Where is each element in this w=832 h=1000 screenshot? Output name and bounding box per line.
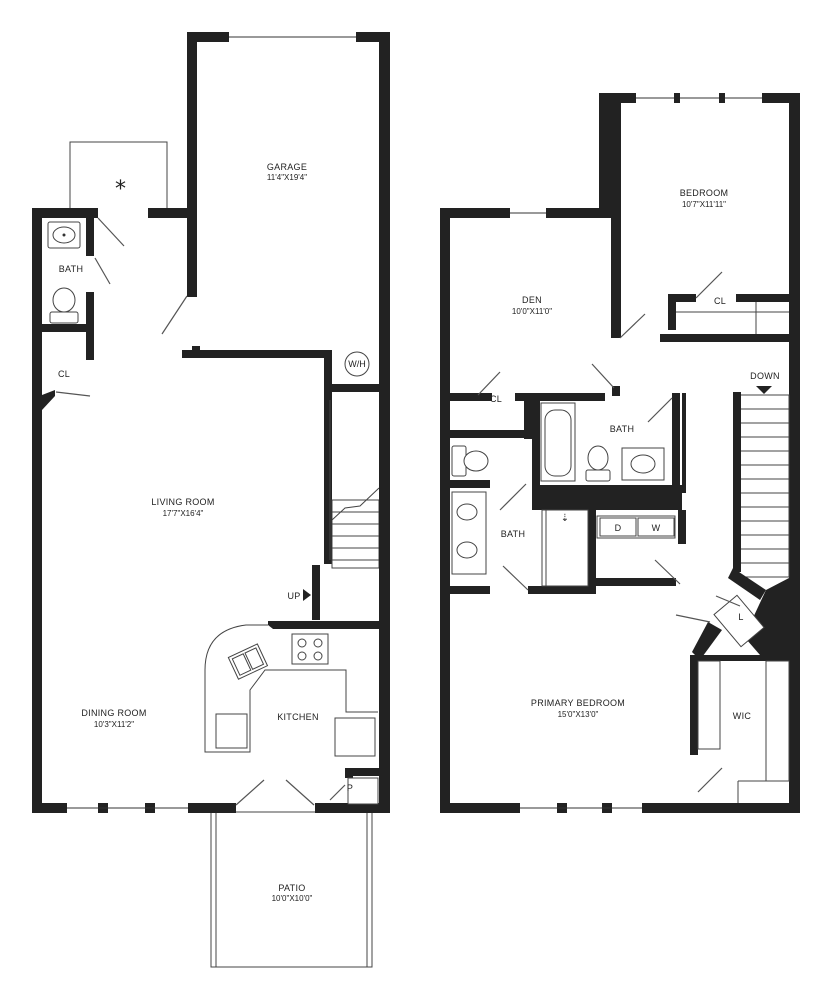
dishwasher-icon	[215, 713, 248, 749]
dining-room-label: DINING ROOM	[81, 708, 146, 718]
den-dims: 10'0"X11'0"	[512, 307, 552, 316]
entry-porch-outline	[69, 141, 168, 210]
primary-bath-label: BATH	[501, 529, 526, 539]
primary-bedroom-dims: 15'0"X13'0"	[558, 710, 599, 719]
water-heater-label: W/H	[348, 359, 366, 369]
bath-label: BATH	[59, 264, 84, 274]
sink-icon	[621, 447, 665, 481]
up-arrow-icon	[303, 589, 311, 601]
pantry-label: P	[347, 783, 353, 793]
stairs-up-label: UP	[287, 591, 300, 601]
shower-icon	[541, 509, 589, 587]
cooktop-icon	[291, 633, 329, 665]
first-floor: *	[32, 32, 390, 968]
garage-label: GARAGE	[267, 162, 307, 172]
entry-star-icon: *	[115, 177, 126, 202]
stairs-down-label: DOWN	[750, 371, 780, 381]
toilet-icon	[585, 445, 611, 482]
washer-icon	[637, 517, 675, 537]
first-floor-stairs	[331, 487, 380, 569]
kitchen-label: KITCHEN	[277, 712, 319, 722]
closet-label: CL	[58, 369, 70, 379]
patio-outline	[210, 811, 373, 968]
linen-label: L	[738, 612, 743, 622]
second-floor-stairs	[738, 394, 790, 578]
dryer-icon	[599, 517, 637, 537]
dryer-label: D	[615, 523, 622, 533]
washer-label: W	[652, 523, 661, 533]
living-room-label: LIVING ROOM	[151, 497, 214, 507]
kitchen-sink-icon	[227, 643, 269, 680]
second-floor: ⇣	[440, 93, 800, 813]
bathtub-icon	[540, 402, 576, 482]
svg-text:⇣: ⇣	[561, 513, 569, 524]
den-closet-label: CL	[490, 394, 502, 404]
down-arrow-icon	[756, 386, 772, 394]
bedroom-dims: 10'7"X11'11"	[682, 200, 726, 209]
patio-dims: 10'0"X10'0"	[272, 894, 313, 903]
water-heater-icon	[344, 351, 370, 377]
primary-toilet-icon	[451, 445, 489, 477]
toilet-icon	[49, 287, 79, 324]
living-room-dims: 17'7"X16'4"	[163, 509, 204, 518]
dining-room-dims: 10'3"X11'2"	[94, 720, 134, 729]
primary-bedroom-label: PRIMARY BEDROOM	[531, 698, 625, 708]
bedroom-closet-label: CL	[714, 296, 726, 306]
walk-in-closet-label: WIC	[733, 711, 752, 721]
vanity-sinks-icon	[451, 491, 487, 575]
patio-label: PATIO	[278, 883, 305, 893]
den-label: DEN	[522, 295, 542, 305]
refrigerator-icon	[334, 717, 376, 757]
garage-dims: 11'4"X19'4"	[267, 173, 307, 182]
bedroom-label: BEDROOM	[680, 188, 729, 198]
hall-bath-label: BATH	[610, 424, 635, 434]
